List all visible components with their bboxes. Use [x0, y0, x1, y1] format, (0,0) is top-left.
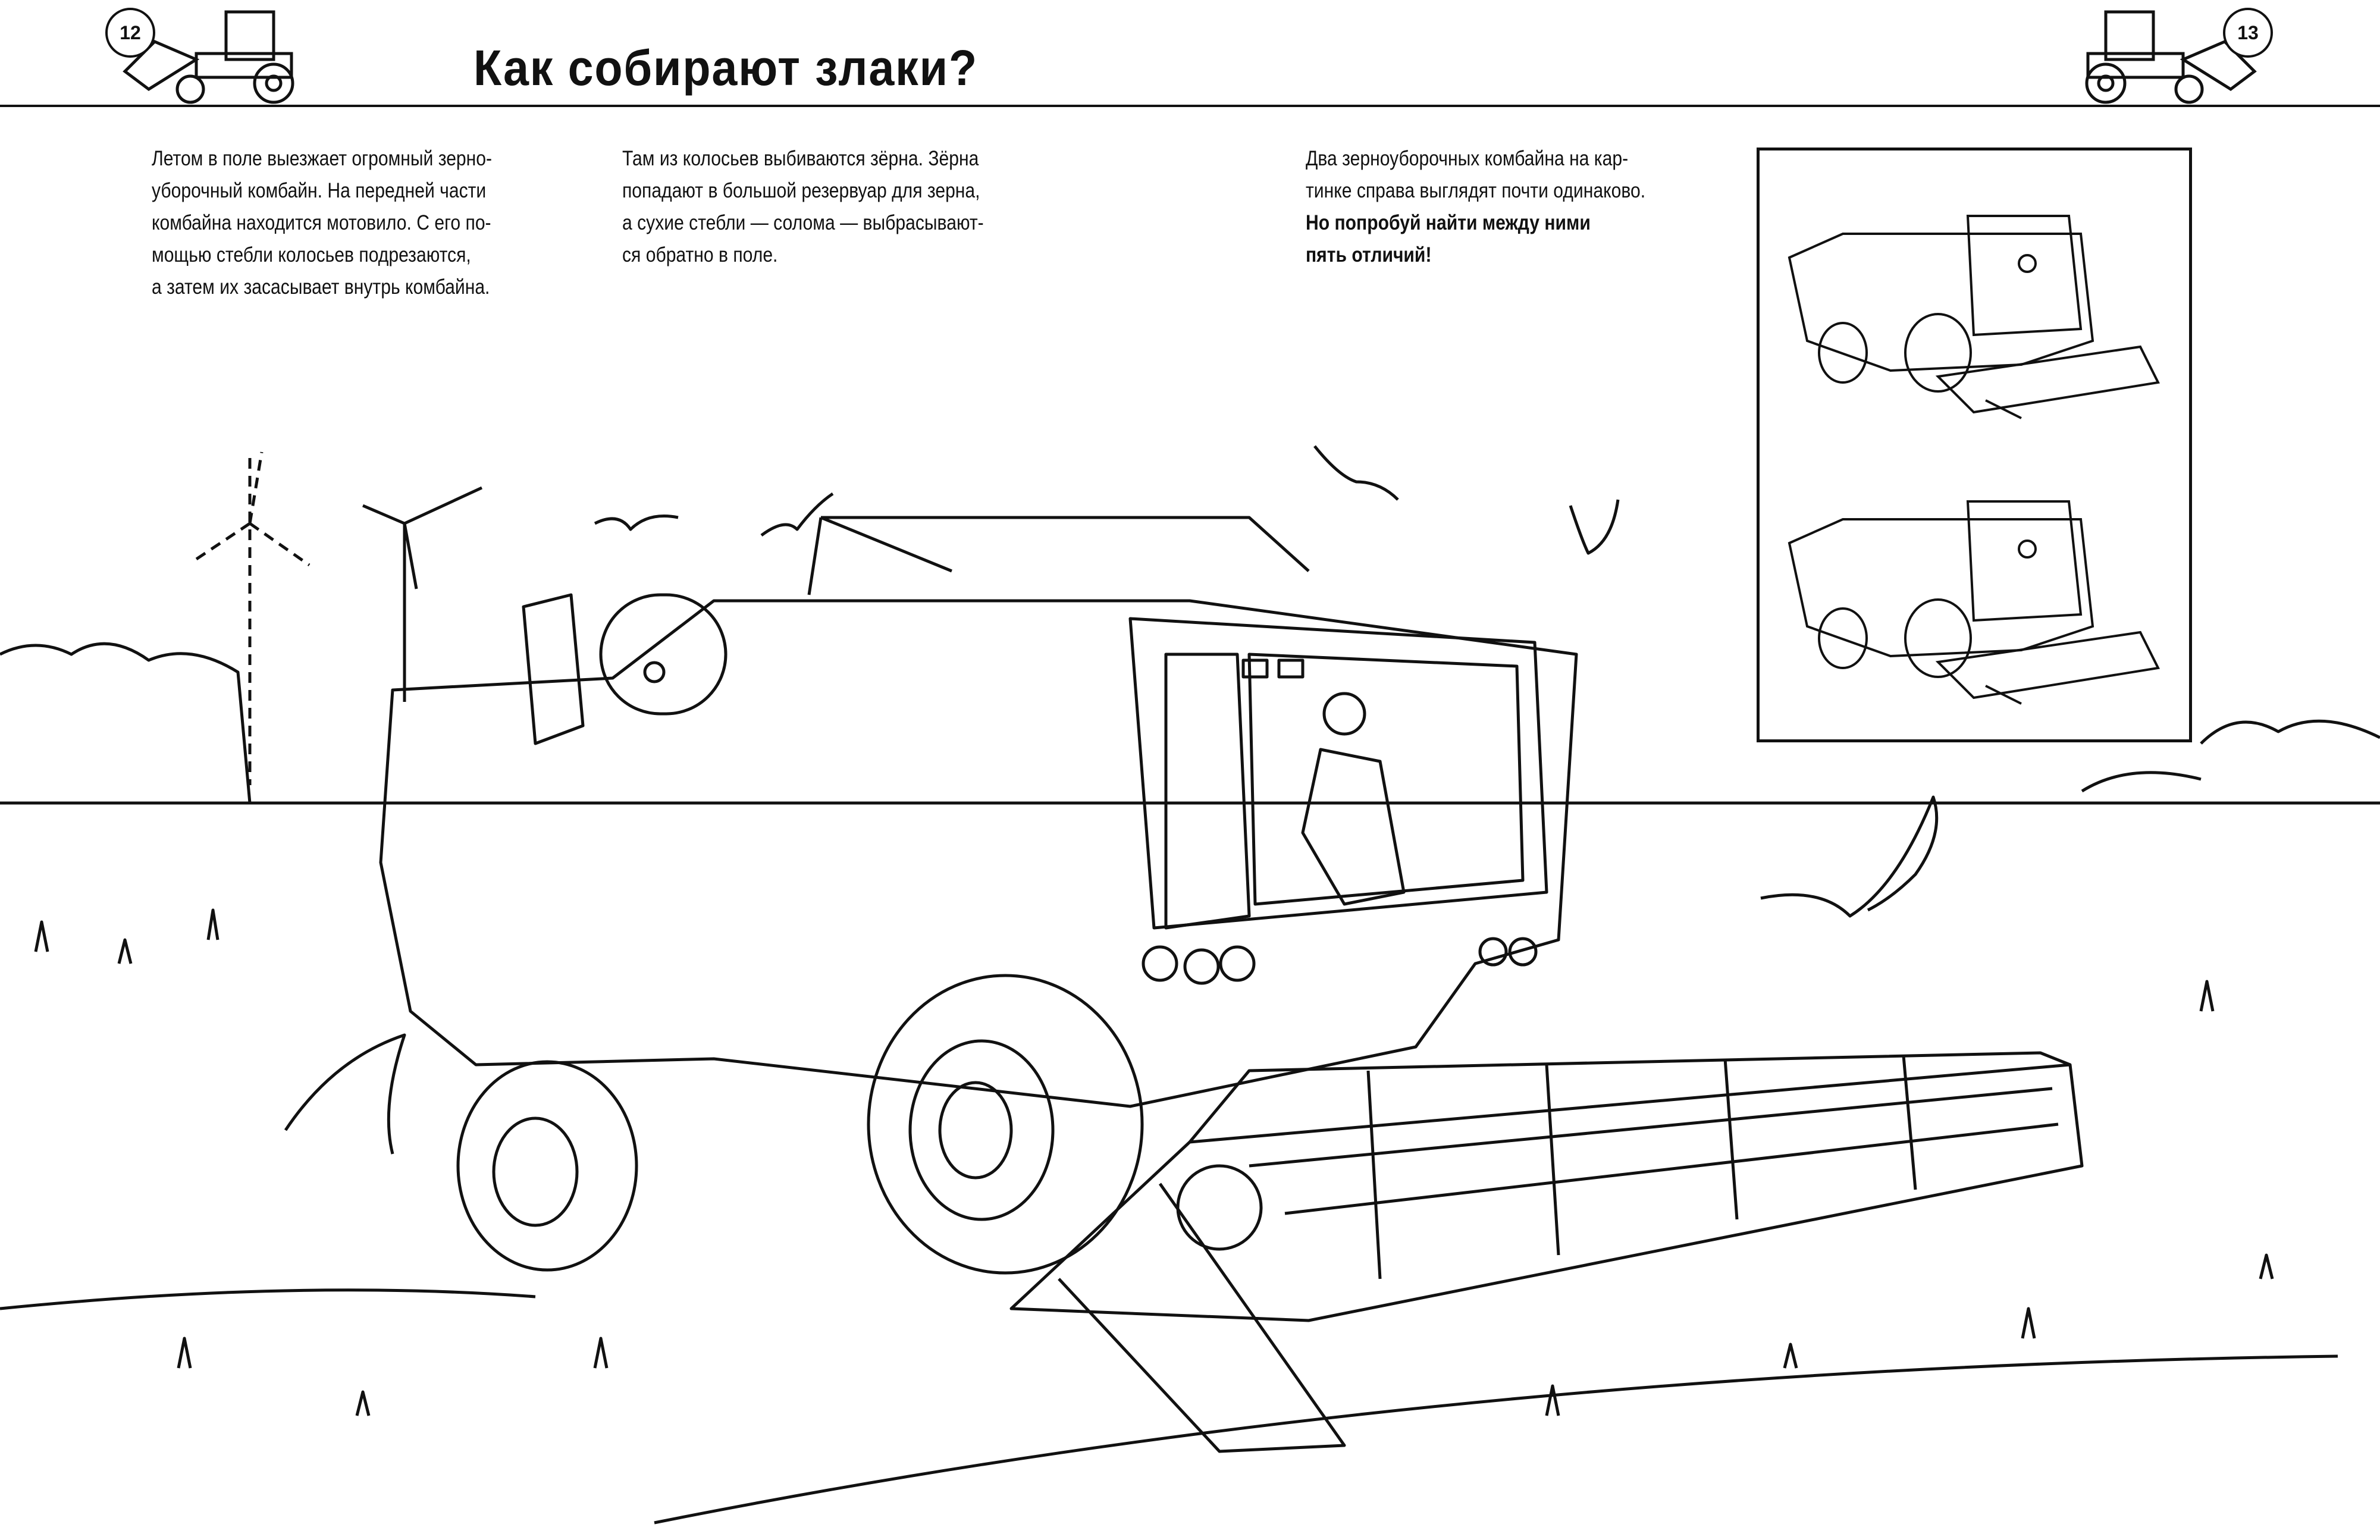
text-line: Там из колосьев выбиваются зёрна. Зёрна — [622, 147, 979, 170]
text-line: комбайна находится мотовило. С его по- — [152, 211, 491, 234]
page-number-left: 12 — [105, 8, 155, 58]
text-line: ся обратно в поле. — [622, 243, 778, 266]
text-column-harvest: Летом в поле выезжает огромный зерно- уб… — [152, 143, 492, 303]
text-column-grain: Там из колосьев выбиваются зёрна. Зёрна … — [622, 143, 984, 271]
text-line: мощью стебли колосьев подрезаются, — [152, 243, 471, 266]
header-ground-line — [0, 105, 2380, 107]
text-line-bold: Но попробуй найти между ними — [1306, 211, 1591, 234]
text-line: а затем их засасывает внутрь комбайна. — [152, 275, 490, 299]
spot-the-difference-panel — [1757, 148, 2192, 742]
text-line: тинке справа выглядят почти одинаково. — [1306, 179, 1646, 202]
text-line: попадают в большой резервуар для зерна, — [622, 179, 980, 202]
page-title: Как собирают злаки? — [474, 40, 979, 96]
tractor-left-icon — [123, 10, 294, 104]
text-column-puzzle: Два зерноуборочных комбайна на кар- тинк… — [1306, 143, 1645, 271]
text-line: уборочный комбайн. На передней части — [152, 179, 487, 202]
combine-harvester-illustration — [0, 445, 2380, 1525]
text-line: Летом в поле выезжает огромный зерно- — [152, 147, 493, 170]
tractor-right-icon — [2085, 10, 2257, 104]
page-number-right: 13 — [2223, 8, 2273, 58]
combine-harvester-bottom-image — [1788, 500, 2160, 705]
text-line: Два зерноуборочных комбайна на кар- — [1306, 147, 1629, 170]
text-line: а сухие стебли — солома — выбрасывают- — [622, 211, 984, 234]
text-line-bold: пять отличий! — [1306, 243, 1432, 266]
combine-harvester-top-image — [1788, 215, 2160, 419]
